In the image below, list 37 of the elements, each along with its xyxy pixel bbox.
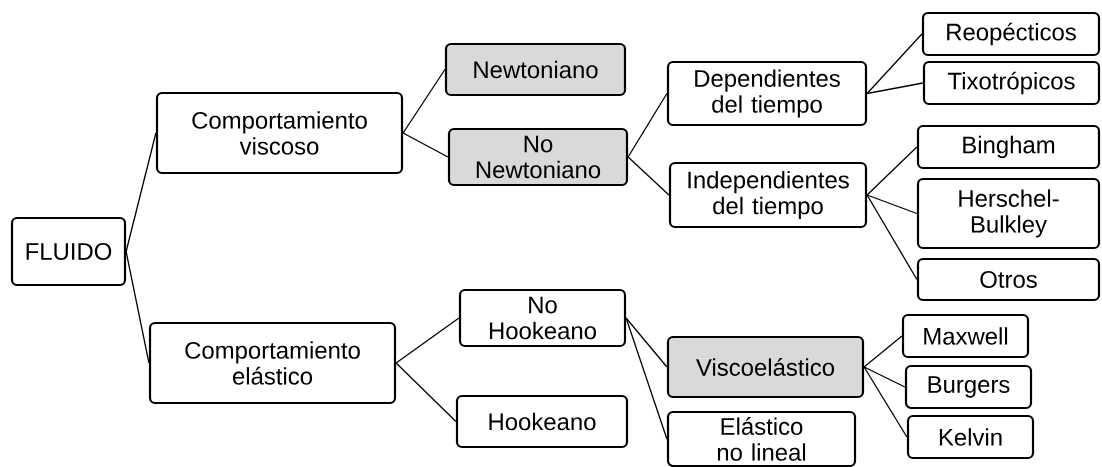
box: Maxwell	[901, 313, 1030, 359]
connector-line	[863, 366, 906, 388]
box: Bingham	[916, 124, 1101, 170]
connector-line	[866, 194, 918, 281]
box: Reopécticos	[921, 11, 1101, 57]
box: No Newtoniano	[447, 127, 629, 187]
connector-line	[625, 317, 668, 368]
box: Burgers	[904, 364, 1033, 410]
box: Comportamiento elástico	[148, 321, 397, 405]
box: Independientes del tiempo	[668, 161, 868, 229]
connector-line	[863, 366, 908, 438]
box: Viscoelástico	[666, 335, 865, 399]
connector-line	[866, 146, 918, 196]
connector-line	[866, 33, 923, 95]
connector-line	[402, 68, 446, 134]
connector-line	[395, 362, 457, 423]
connector-line	[402, 132, 449, 158]
box: Dependientes del tiempo	[666, 60, 868, 127]
connector-line	[863, 335, 903, 368]
connector-line	[866, 82, 924, 95]
connector-line	[395, 317, 460, 364]
box: Otros	[916, 257, 1101, 302]
connector-line	[627, 156, 670, 196]
connector-line	[625, 317, 668, 440]
connector-line	[866, 194, 918, 215]
box: FLUIDO	[10, 216, 127, 287]
box: Newtoniano	[444, 42, 627, 97]
connector-line	[125, 250, 150, 364]
box: No Hookeano	[458, 288, 627, 348]
box: Hookeano	[455, 394, 629, 449]
box: Tixotrópicos	[922, 60, 1101, 106]
box: Elástico no lineal	[666, 410, 857, 467]
box: Comportamiento viscoso	[155, 91, 404, 175]
connector-line	[627, 92, 668, 158]
connector-line	[125, 132, 157, 253]
box: Kelvin	[906, 414, 1035, 460]
box: Herschel-Bulkley	[916, 177, 1101, 250]
